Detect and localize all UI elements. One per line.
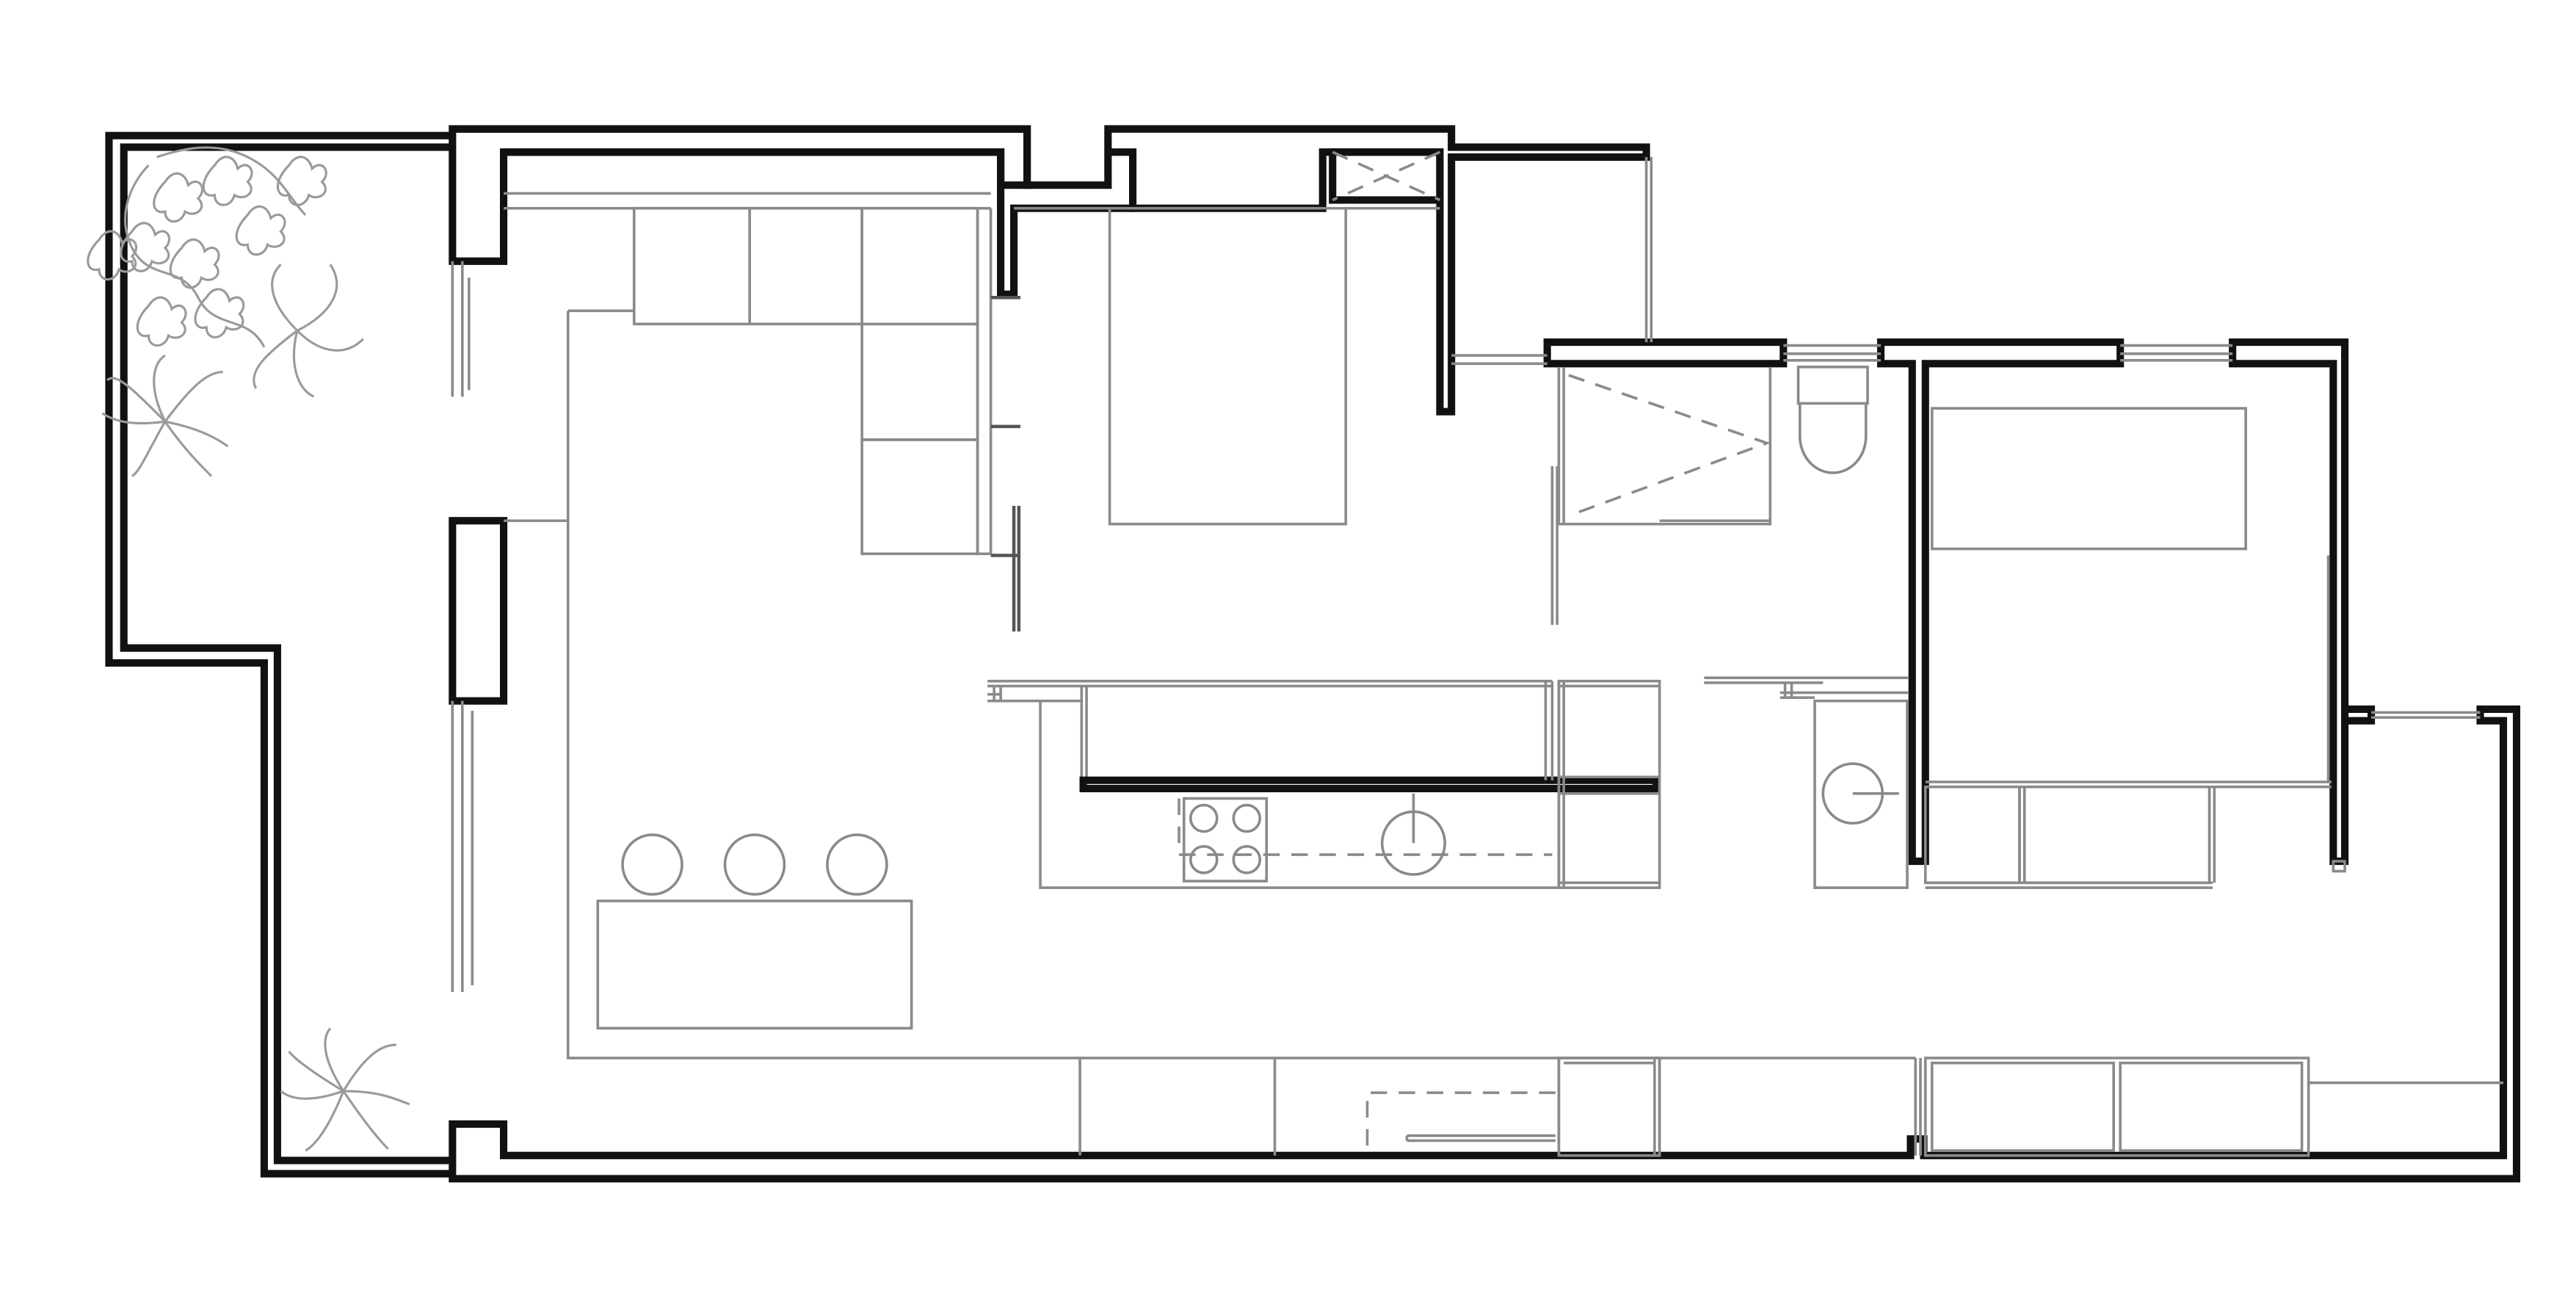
wardrobe-1 <box>1923 785 2021 885</box>
north-wall <box>452 125 1650 416</box>
low-cabinet-outline <box>1365 1091 1559 1146</box>
bedroom <box>1923 407 2346 889</box>
terrace-plant-medium <box>101 354 229 477</box>
alcove <box>1014 206 1440 526</box>
bedroom-bed <box>1930 407 2247 551</box>
upper-cabinet-4 <box>860 322 979 441</box>
toilet <box>1796 366 1869 474</box>
upper-cabinet-3 <box>860 206 979 326</box>
storage-unit-2a <box>1930 1061 2115 1152</box>
burner-1 <box>1189 803 1219 833</box>
dining-table <box>596 899 913 1030</box>
kitchen-north-wall <box>504 148 1133 298</box>
shower-glass <box>1568 374 1771 518</box>
sliding-door-living <box>990 296 1021 632</box>
service-shaft-cross <box>1332 151 1441 202</box>
upper-cabinet-5 <box>860 438 979 556</box>
west-pillar <box>449 517 508 705</box>
storage-unit-2 <box>1923 1057 2310 1157</box>
burner-2 <box>1232 803 1262 833</box>
burner-3 <box>1189 845 1219 874</box>
bedroom-north-wall <box>1543 338 1788 368</box>
bath-north-wall <box>1876 338 2125 866</box>
south-storage <box>1078 1057 2504 1157</box>
living-area <box>504 192 1916 1059</box>
bedroom-east-wall <box>449 338 2521 1183</box>
upper-cabinet-2 <box>748 206 863 326</box>
washbasin-counter <box>1813 699 1909 889</box>
kitchen <box>987 679 1661 889</box>
upper-cabinet-1 <box>632 206 752 326</box>
alcove-bed <box>1108 206 1348 526</box>
service-shaft <box>1329 148 1444 204</box>
exterior-walls <box>105 125 2521 1183</box>
terrace-wall <box>105 131 453 1178</box>
wardrobe-2 <box>2022 785 2211 885</box>
kitchen-countertop-edge <box>1079 776 1661 793</box>
bar-stool-2 <box>723 833 786 896</box>
cooktop <box>1182 797 1269 883</box>
glazing <box>451 156 2481 992</box>
storage-unit-2b <box>2119 1061 2304 1152</box>
terrace-plant-large <box>87 146 364 398</box>
burner-4 <box>1232 845 1262 874</box>
storage-unit-1 <box>1557 1057 1661 1157</box>
bar-stool-3 <box>826 833 888 896</box>
bar-stool-1 <box>621 833 683 896</box>
bathroom <box>1550 366 1909 889</box>
terrace-plant-small <box>280 1027 410 1152</box>
